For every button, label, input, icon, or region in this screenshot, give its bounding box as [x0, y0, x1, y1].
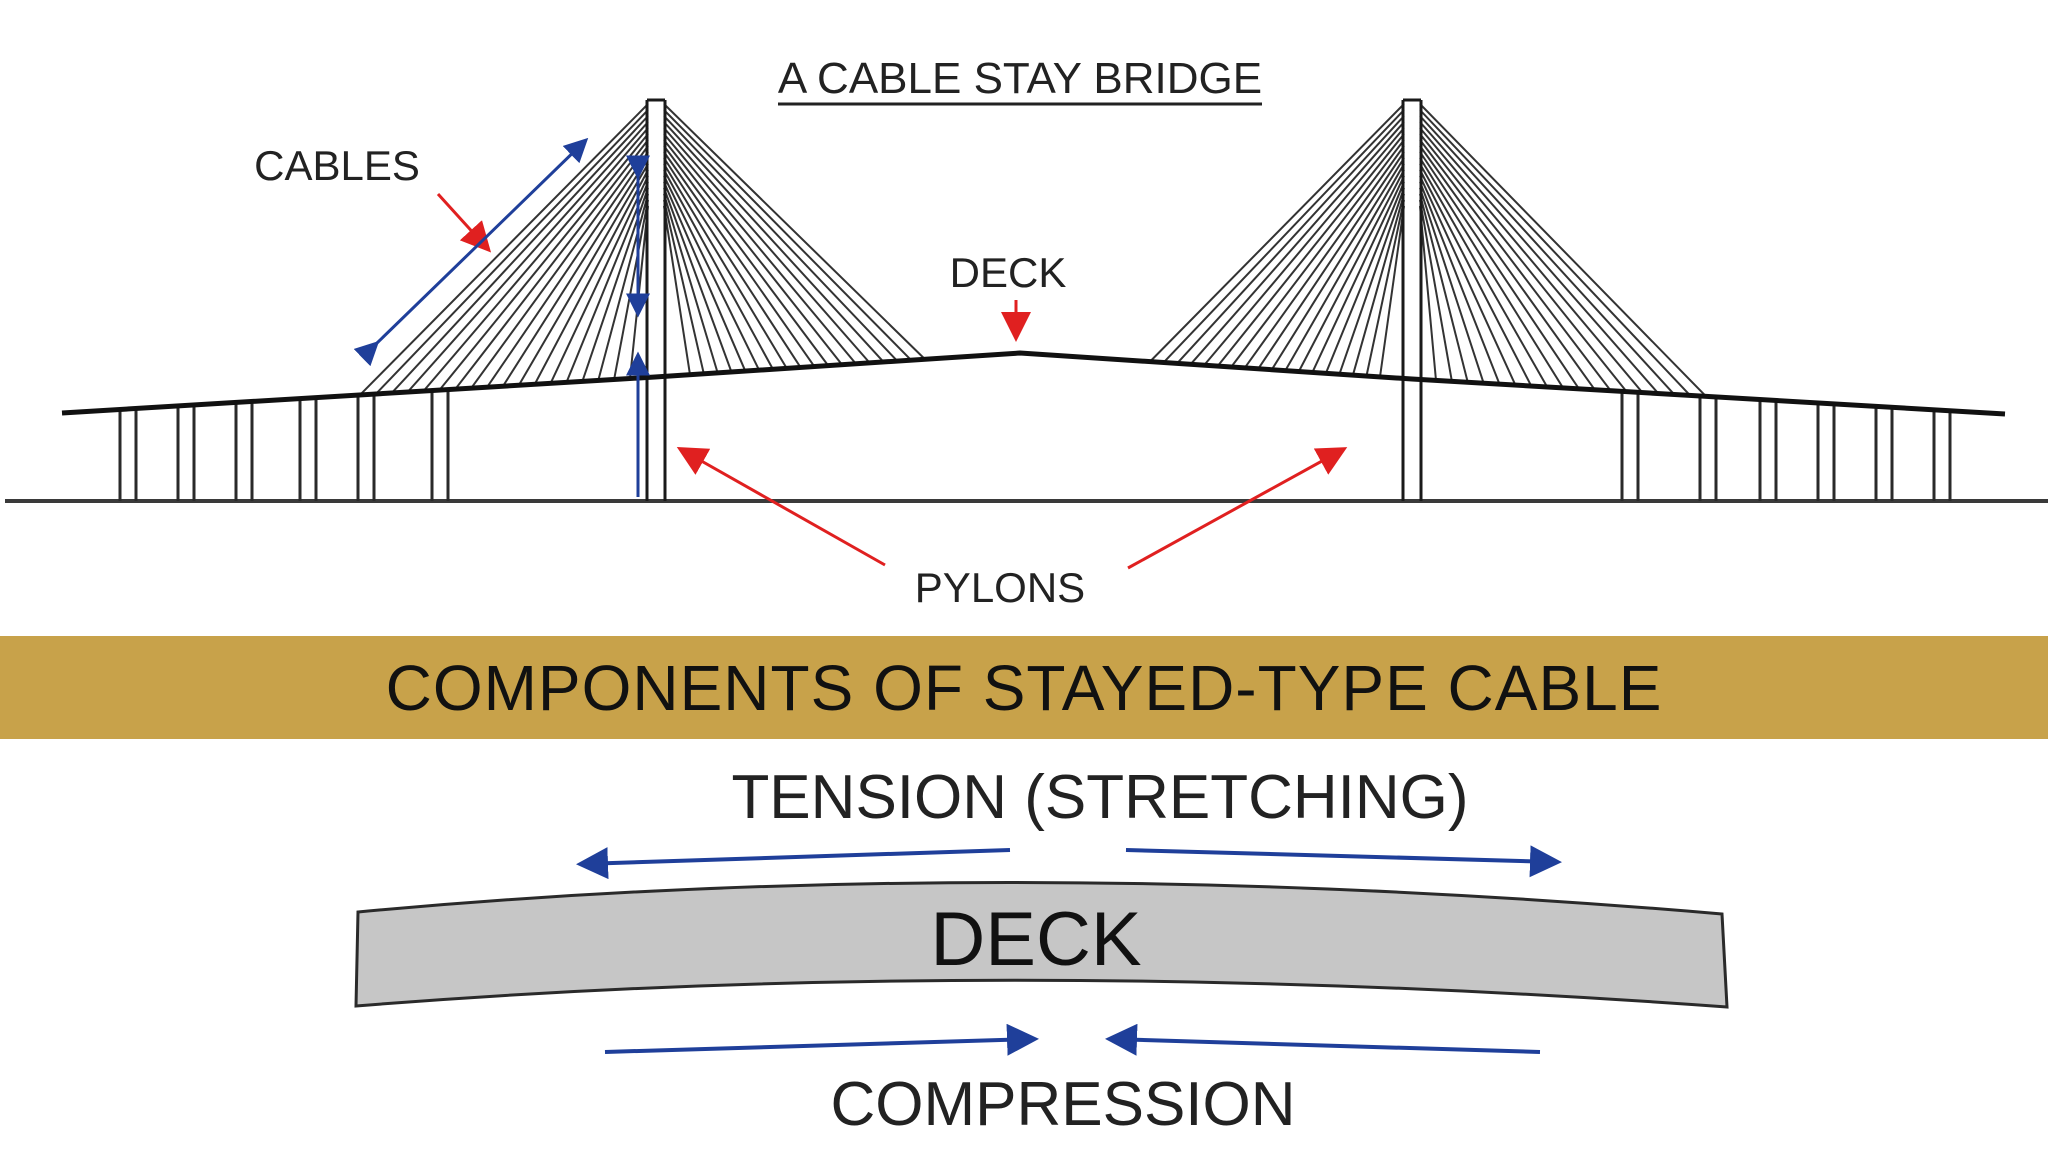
cable-line: [613, 199, 649, 380]
tension-label: TENSION (STRETCHING): [731, 763, 1468, 832]
cable-line: [1149, 103, 1405, 363]
cable-line: [663, 181, 747, 372]
cable-line: [1419, 139, 1612, 392]
pylons-label: PYLONS: [915, 564, 1085, 611]
cable-line: [1284, 163, 1405, 372]
cable-line: [1419, 151, 1580, 390]
cable-line: [663, 109, 912, 361]
cable-line: [1243, 145, 1405, 369]
bridge-title: A CABLE STAY BRIDGE: [778, 54, 1262, 103]
cable-length-arrow: [353, 137, 589, 367]
compression-label: COMPRESSION: [830, 1070, 1295, 1139]
cable-line: [663, 169, 774, 370]
cable-line: [1270, 157, 1405, 371]
banner-title: COMPONENTS OF STAYED-TYPE CABLE: [385, 651, 1663, 724]
cable-line: [1419, 127, 1644, 394]
cable-line: [1419, 175, 1517, 386]
cable-line: [1419, 109, 1691, 397]
cable-line: [1419, 199, 1453, 382]
cable-line: [1297, 169, 1405, 372]
pylons-arrow-left: [676, 447, 886, 567]
compression-arrow-left: [604, 1023, 1039, 1056]
cable-line: [1176, 115, 1405, 365]
cable-line: [663, 157, 802, 368]
tension-arrow-left: [576, 847, 1011, 880]
deck-label: DECK: [950, 249, 1067, 296]
cable-line: [1189, 121, 1405, 365]
cable-line: [1351, 193, 1405, 376]
cable-line: [486, 151, 649, 388]
cable-line: [663, 193, 719, 374]
cable-line: [438, 133, 649, 391]
cable-line: [1419, 181, 1501, 385]
deck-forces-diagram: TENSION (STRETCHING) DECK COMPRESSION: [354, 763, 1729, 1139]
cable-line: [663, 115, 899, 362]
cable-line: [663, 151, 816, 368]
deck-supports: [118, 389, 1952, 501]
cable-line: [663, 187, 733, 373]
cable-line: [663, 139, 843, 366]
bridge-diagram: A CABLE STAY BRIDGE CABLES DECK PYLONS: [5, 54, 2048, 611]
cable-line: [1311, 175, 1405, 373]
cable-line: [1419, 121, 1660, 395]
pylon-right: [1401, 98, 1423, 501]
cable-line: [517, 163, 649, 386]
cables-pointer-arrow: [436, 192, 492, 253]
section-banner: [0, 636, 2048, 739]
deck-beam: [354, 880, 1729, 1009]
pylons-arrow-right: [1127, 447, 1348, 570]
cable-line: [663, 103, 926, 360]
cable-line: [1379, 205, 1405, 378]
cable-line: [1419, 115, 1675, 396]
cable-line: [1419, 187, 1485, 384]
cable-line: [1338, 187, 1405, 375]
bridge-deck: [61, 350, 2006, 417]
cable-line: [1365, 199, 1405, 377]
cable-line: [663, 199, 705, 375]
compression-arrow-right: [1105, 1023, 1541, 1056]
deck-beam-label: DECK: [930, 897, 1141, 982]
cable-line: [1419, 133, 1628, 393]
cable-line: [1162, 109, 1405, 364]
cable-line: [1257, 151, 1405, 370]
cable-line: [1216, 133, 1405, 367]
cable-line: [663, 205, 691, 375]
cable-line: [663, 163, 788, 369]
cable-line: [1203, 127, 1405, 366]
banner: COMPONENTS OF STAYED-TYPE CABLE: [0, 636, 2048, 739]
cable-line: [1419, 163, 1549, 388]
cable-line: [1419, 157, 1564, 389]
cable-line: [406, 121, 649, 393]
cable-line: [1230, 139, 1405, 368]
tension-arrow-right: [1125, 845, 1562, 878]
cable-line: [663, 133, 857, 365]
cable-line: [1419, 205, 1437, 381]
cable-line: [663, 121, 885, 363]
cable-line: [663, 145, 830, 367]
cable-line: [663, 127, 871, 364]
cable-line: [1419, 193, 1469, 383]
cable-line: [1419, 103, 1707, 398]
cable-line: [422, 127, 649, 392]
pylon-left: [645, 98, 667, 501]
cable-line: [663, 175, 761, 371]
cable-line: [1419, 169, 1533, 387]
cable-line: [1419, 145, 1596, 391]
cables-label: CABLES: [254, 142, 420, 189]
cable-line: [1324, 181, 1405, 374]
cable-line: [391, 115, 649, 394]
